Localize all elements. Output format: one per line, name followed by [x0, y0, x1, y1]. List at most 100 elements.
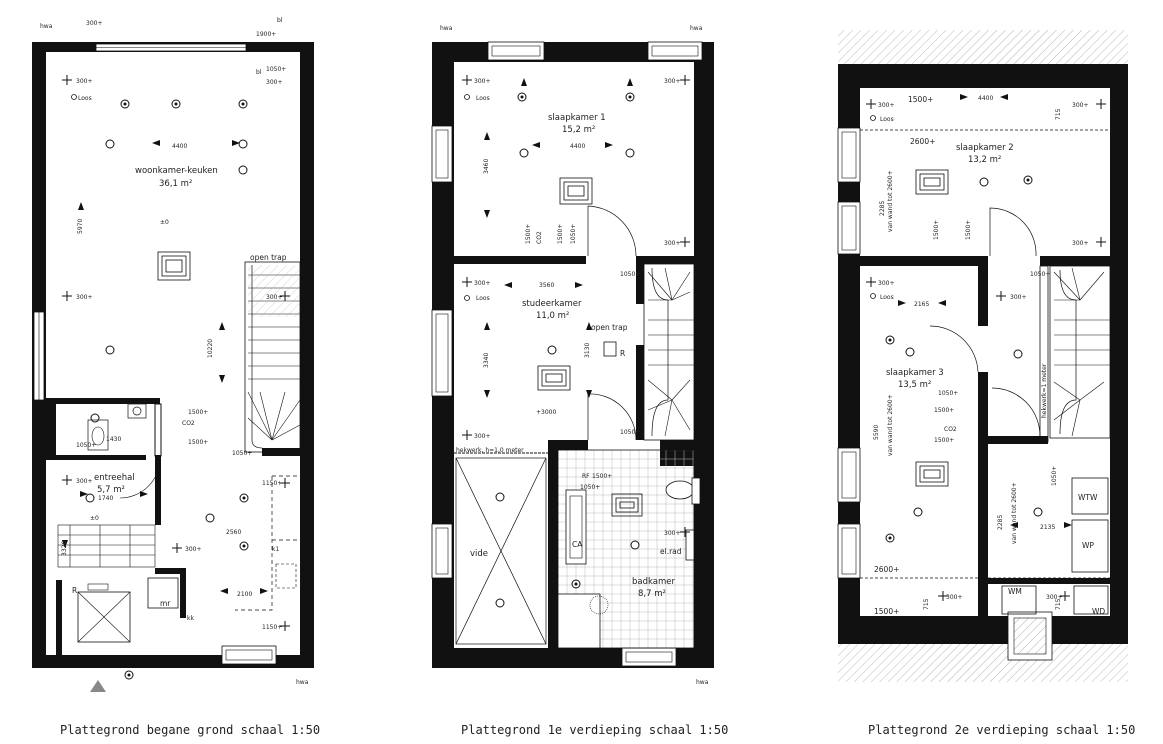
dimension-kw: 2100	[237, 591, 252, 598]
height-label: 300+	[878, 102, 894, 109]
dimension-stair: 3320	[61, 541, 68, 556]
height-label: 300+	[76, 294, 92, 301]
height-label: 300+	[946, 594, 962, 601]
dimension-d1: 715	[1055, 108, 1062, 120]
height-label: 300+	[185, 546, 201, 553]
k1-label: k1	[272, 546, 279, 553]
height-label: 1150+	[262, 480, 282, 487]
dimension-w3: 2135	[1040, 524, 1055, 531]
hwa-label: hwa	[696, 679, 709, 686]
height-label: 1050+	[1030, 271, 1050, 278]
hwa-label: hwa	[40, 23, 53, 30]
height-label: 1500+	[933, 220, 940, 240]
co2-label: CO2	[944, 426, 957, 433]
wtw-label: WTW	[1078, 493, 1098, 502]
room-name: badkamer	[632, 577, 675, 587]
level-label: ±0	[90, 515, 99, 522]
room-area: 5,7 m²	[97, 485, 125, 495]
room-name: slaapkamer 1	[548, 113, 606, 123]
height-label: 300+	[1072, 102, 1088, 109]
height-label: 300+	[664, 240, 680, 247]
dimension-w2: 3560	[539, 282, 554, 289]
caption-ground-floor: Plattegrond begane grond schaal 1:50	[60, 723, 320, 737]
height-label: 1150+	[262, 624, 282, 631]
height-label: 300+	[76, 78, 92, 85]
dimension-wc: 1430	[106, 436, 121, 443]
height-label: 300+	[1010, 294, 1026, 301]
dimension-d2: 3340	[483, 353, 490, 368]
dimension-length: 10220	[207, 339, 214, 358]
height-label: 1500+	[965, 220, 972, 240]
room-name: studeerkamer	[522, 299, 582, 309]
loos-label: Loos	[880, 116, 894, 123]
room-area: 36,1 m²	[159, 179, 192, 189]
height-label: 1050+	[938, 390, 958, 397]
height-label: 300+	[474, 78, 490, 85]
height-label: 1500+	[908, 95, 933, 104]
dimension-w1: 4400	[570, 143, 585, 150]
loos-label: Loos	[880, 294, 894, 301]
room-name: slaapkamer 2	[956, 143, 1014, 153]
wm-label: WM	[1008, 587, 1022, 596]
height-label: 1500+	[934, 407, 954, 414]
height-label: 1050+	[570, 224, 577, 244]
dimension-hall: 1740	[98, 495, 113, 502]
height-label: 1050+	[266, 66, 286, 73]
level-label: ±0	[160, 219, 169, 226]
room-area: 8,7 m²	[638, 589, 666, 599]
co2-label: CO2	[536, 231, 543, 244]
dimension-d1: 715	[1055, 598, 1062, 610]
wp-label: WP	[1082, 541, 1094, 550]
caption-second-floor: Plattegrond 2e verdieping schaal 1:50	[868, 723, 1135, 737]
height-label: 2600+	[910, 137, 935, 146]
room-area: 15,2 m²	[562, 125, 595, 135]
room-name: woonkamer-keuken	[135, 166, 218, 176]
height-label: 300+	[878, 280, 894, 287]
height-label: 300+	[86, 20, 102, 27]
r-label: R	[72, 586, 77, 595]
dimension-d3: 3130	[584, 343, 591, 358]
height-label: 300+	[664, 530, 680, 537]
room-area: 13,2 m²	[968, 155, 1001, 165]
stair-label: open trap	[591, 323, 628, 332]
wd-label: WD	[1092, 607, 1105, 616]
dimension-d3: 2285	[997, 515, 1004, 530]
kk-label: kk	[187, 615, 194, 622]
caption-first-floor: Plattegrond 1e verdieping schaal 1:50	[461, 723, 728, 737]
dimension-d3: 2285	[879, 201, 886, 216]
bl-label: bl	[277, 17, 283, 24]
room-name: vide	[470, 549, 488, 559]
hwa-label: hwa	[296, 679, 309, 686]
height-label: 1050+	[1051, 466, 1058, 486]
dimension-w1: 4400	[978, 95, 993, 102]
co2-label: CO2	[182, 420, 195, 427]
height-label: 1050+	[620, 429, 640, 436]
dimension-w2: 2165	[914, 301, 929, 308]
loos-label: Loos	[78, 95, 92, 102]
room-name: entreehal	[94, 473, 135, 483]
room-area: 13,5 m²	[898, 380, 931, 390]
wall-height-label: van wand tot 2600+	[887, 170, 894, 232]
plan-ground-floor: hwa hwa 300+ 1900+ bl bl 1050+ 300+ 300+…	[32, 17, 320, 737]
height-label: 300+	[664, 78, 680, 85]
dimension-depth: 5970	[77, 219, 84, 234]
height-label: 300+	[474, 433, 490, 440]
height-label: 300+	[266, 79, 282, 86]
height-label: 1500+	[592, 473, 612, 480]
level-label: +3000	[536, 409, 556, 416]
height-label: 1050+	[580, 484, 600, 491]
height-label: 1900+	[256, 31, 276, 38]
r-label: R	[620, 349, 625, 358]
loos-label: Loos	[476, 95, 490, 102]
height-label: 1500+	[874, 607, 899, 616]
dimension-d2: 5590	[873, 425, 880, 440]
meterkast-label: mr	[160, 599, 171, 608]
balustrade-label: hekwerk, h=1,0 meter	[456, 447, 524, 454]
plan-second-floor: 1500+ 2600+ 2600+ 1500+ 300+ Loos 300+ 3…	[837, 30, 1135, 737]
dimension-kitchen: 2560	[226, 529, 241, 536]
height-label: 1050+	[232, 450, 252, 457]
bl-label: bl	[256, 69, 262, 76]
height-label: 300+	[266, 294, 282, 301]
dimension-d1: 715	[923, 598, 930, 610]
